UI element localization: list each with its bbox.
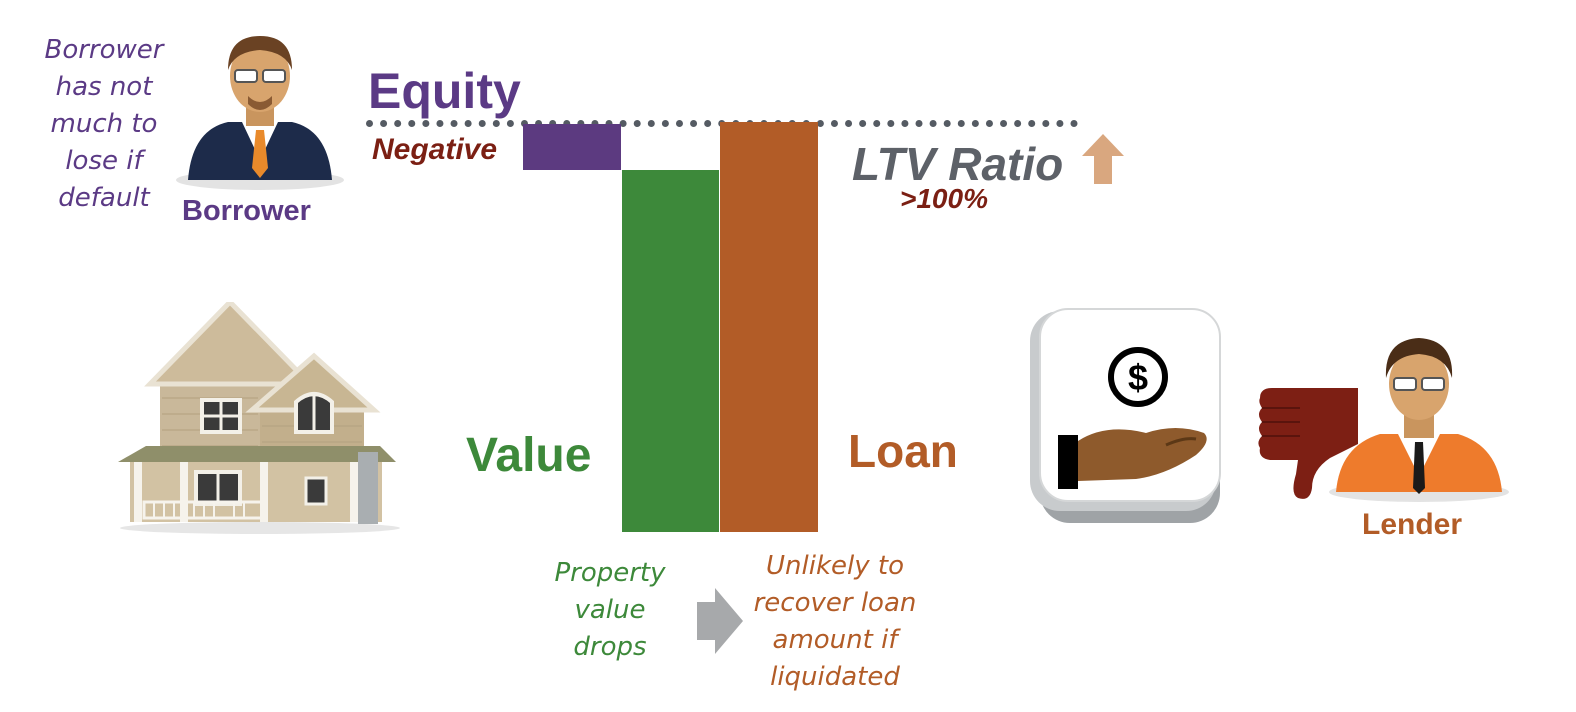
value-bar: [622, 170, 719, 532]
borrower-note-line: lose if: [65, 146, 143, 176]
property-note-line: drops: [573, 632, 647, 662]
lender-avatar: [1329, 338, 1509, 502]
borrower-avatar: [176, 36, 344, 190]
borrower-note-line: much to: [50, 109, 158, 139]
equity-bar: [523, 124, 621, 170]
lender-label: Lender: [1362, 508, 1463, 541]
thumbs-down-icon: [1258, 388, 1358, 499]
loan-bar: [720, 122, 818, 532]
equity-title: Equity: [368, 63, 521, 119]
loan-note-line: liquidated: [770, 662, 900, 692]
ltv-ratio-label: LTV Ratio: [852, 138, 1064, 190]
borrower-label: Borrower: [182, 195, 311, 227]
up-arrow-icon: [1082, 134, 1124, 184]
borrower-note-line: Borrower: [44, 35, 164, 65]
svg-text:$: $: [1128, 357, 1148, 398]
property-note-line: value: [574, 595, 646, 625]
loan-note-line: recover loan: [753, 588, 917, 618]
house-image: [118, 302, 400, 534]
loan-recovery-note: Unlikely to recover loan amount if liqui…: [740, 548, 930, 696]
right-arrow-icon: [697, 588, 743, 654]
loan-label: Loan: [848, 425, 958, 477]
property-note-line: Property: [554, 558, 666, 588]
borrower-note-line: has not: [55, 72, 153, 102]
borrower-note-line: default: [58, 183, 150, 213]
ltv-ratio-value: >100%: [900, 183, 988, 214]
negative-equity-label: Negative: [372, 133, 498, 166]
loan-note-line: amount if: [772, 625, 898, 655]
borrower-note: Borrower has not much to lose if default: [30, 32, 178, 217]
loan-hand-dollar-icon: $: [1030, 308, 1221, 523]
value-label: Value: [466, 429, 592, 482]
loan-note-line: Unlikely to: [766, 551, 904, 581]
property-value-note: Property value drops: [538, 555, 682, 666]
